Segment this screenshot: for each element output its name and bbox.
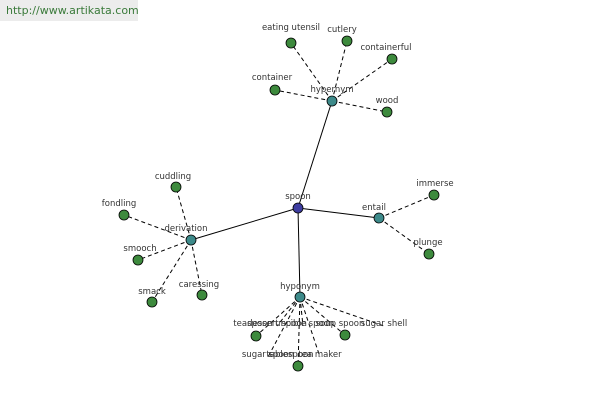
label-smooch: smooch (123, 244, 156, 254)
node-containerful[interactable] (386, 53, 398, 65)
node-spoon[interactable] (292, 202, 304, 214)
edge-spoon-entail (297, 207, 380, 219)
label-containerful: containerful (360, 43, 411, 53)
edge-hyponym-teaspoon (255, 296, 301, 337)
node-teaspoon[interactable] (250, 330, 262, 342)
edge-hyponym-sugar-spoon (267, 296, 301, 358)
node-cuddling[interactable] (170, 181, 182, 193)
edges-layer (123, 40, 435, 367)
node-cutlery[interactable] (341, 35, 353, 47)
edge-hyponym-dessert-spoon (276, 296, 301, 327)
label-hypernym: hypernym (310, 85, 353, 95)
label-sugar-shell: sugar shell (361, 319, 407, 329)
node-entail[interactable] (373, 212, 385, 224)
node-tablespoon[interactable] (292, 360, 304, 372)
edge-hyponym-soup-spoon (299, 296, 346, 336)
node-fondling[interactable] (118, 209, 130, 221)
edge-derivation-smack (151, 239, 192, 303)
label-cuddling: cuddling (155, 172, 191, 182)
label-derivation: derivation (164, 224, 207, 234)
label-dessert-spoon: dessert spoon (247, 319, 307, 329)
node-smack[interactable] (146, 296, 158, 308)
label-caressing: caressing (179, 280, 219, 290)
edge-derivation-cuddling (175, 186, 192, 241)
edge-hyponym-runcible-spoon (299, 296, 304, 327)
label-teaspoon: teaspoon (233, 319, 272, 329)
label-sugar-spoon: sugar spoon (242, 350, 294, 360)
edge-spoon-hypernym (297, 100, 333, 209)
label-container: container (252, 73, 293, 83)
edge-hypernym-cutlery (331, 40, 348, 102)
edge-entail-immerse (378, 194, 435, 219)
label-hyponym: hyponym (280, 282, 320, 292)
edge-spoon-hyponym (297, 207, 301, 298)
edge-derivation-fondling (123, 214, 192, 241)
node-smooch[interactable] (132, 254, 144, 266)
label-eating-utensil: eating utensil (262, 23, 320, 33)
labels-layer: spoon hypernym derivation entail hyponym eati… (102, 23, 454, 360)
label-smack: smack (138, 287, 166, 297)
label-runcible-spoon: runcible spoon (272, 319, 335, 329)
label-tablespoon: tablespoon (266, 350, 313, 360)
node-hyponym[interactable] (294, 291, 306, 303)
label-fondling: fondling (102, 199, 136, 209)
node-hypernym[interactable] (326, 95, 338, 107)
edge-derivation-caressing (190, 239, 203, 296)
nodes-layer (118, 35, 440, 372)
edge-hyponym-sugar-shell (299, 296, 385, 327)
node-soup-spoon[interactable] (339, 329, 351, 341)
edge-hypernym-eating-utensil (290, 42, 333, 102)
node-caressing[interactable] (196, 289, 208, 301)
node-wood[interactable] (381, 106, 393, 118)
node-plunge[interactable] (423, 248, 435, 260)
edge-hyponym-tablespoon (297, 296, 301, 367)
label-wood: wood (376, 96, 399, 106)
label-plunge: plunge (413, 238, 442, 248)
node-immerse[interactable] (428, 189, 440, 201)
label-tea-maker: tea maker (298, 350, 342, 360)
label-cutlery: cutlery (327, 25, 357, 35)
watermark-url: http://www.artikata.com (0, 0, 139, 21)
label-immerse: immerse (416, 179, 453, 189)
label-soup-spoon: soup spoon (316, 319, 365, 329)
node-container[interactable] (269, 84, 281, 96)
node-derivation[interactable] (185, 234, 197, 246)
edge-hypernym-wood (331, 100, 388, 113)
edge-hypernym-container (274, 89, 333, 102)
edge-derivation-smooch (137, 239, 192, 261)
edge-hyponym-tea-maker (299, 296, 321, 358)
edge-entail-plunge (378, 217, 430, 255)
edge-spoon-derivation (190, 207, 299, 241)
label-entail: entail (362, 203, 386, 213)
label-spoon: spoon (285, 192, 311, 202)
node-eating-utensil[interactable] (285, 37, 297, 49)
edge-hypernym-containerful (331, 58, 393, 102)
